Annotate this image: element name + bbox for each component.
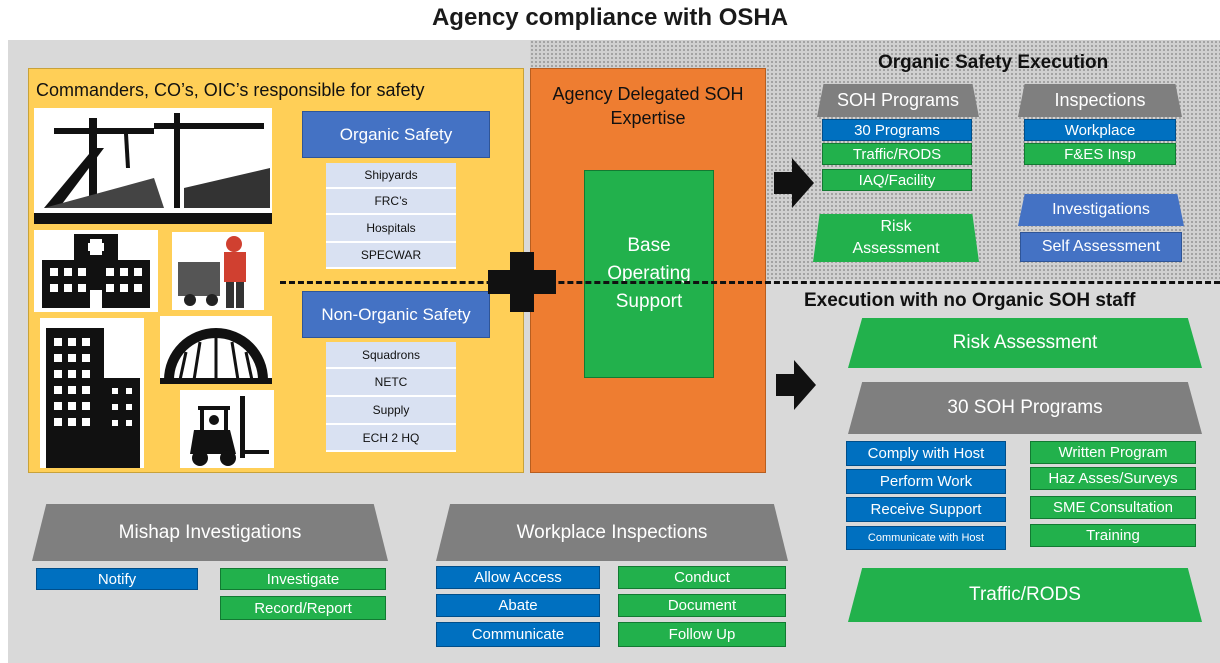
workplace-item-allow-access: Allow Access [436, 566, 600, 589]
soh-item-traffic-rods: Traffic/RODS [822, 143, 972, 165]
workplace-item-conduct: Conduct [618, 566, 786, 589]
soh-programs-trapezoid: SOH Programs [817, 84, 979, 117]
organic-execution-heading: Organic Safety Execution [878, 52, 1109, 73]
office-building-icon [40, 318, 144, 468]
non-organic-safety-box: Non-Organic Safety [302, 291, 490, 338]
soh-item-30-programs: 30 Programs [822, 119, 972, 141]
agency-heading: Agency Delegated SOH Expertise [552, 84, 744, 128]
commanders-heading: Commanders, CO’s, OIC’s responsible for … [36, 80, 425, 100]
inspection-item-workplace: Workplace [1024, 119, 1176, 141]
arrow-right-icon [776, 360, 816, 410]
inspection-item-fes-insp: F&ES Insp [1024, 143, 1176, 165]
workplace-item-follow-up: Follow Up [618, 622, 786, 647]
organic-risk-assessment: Risk Assessment [813, 214, 979, 262]
host-item-communicate: Communicate with Host [846, 526, 1006, 550]
investigations-trapezoid: Investigations [1018, 194, 1184, 226]
no-organic-traffic-rods: Traffic/RODS [848, 568, 1202, 622]
mishap-item-record-report: Record/Report [220, 596, 386, 620]
mishap-item-investigate: Investigate [220, 568, 386, 590]
base-operating-support-box: Base Operating Support [584, 170, 714, 378]
host-item-perform-work: Perform Work [846, 469, 1006, 494]
organic-item-shipyards: Shipyards [326, 163, 456, 189]
host-item-comply: Comply with Host [846, 441, 1006, 466]
hospital-icon [34, 230, 158, 312]
program-item-training: Training [1030, 524, 1196, 547]
hangar-icon [160, 316, 272, 384]
host-item-receive-support: Receive Support [846, 497, 1006, 522]
plus-connector-icon [488, 252, 556, 312]
no-organic-risk-assessment: Risk Assessment [848, 318, 1202, 368]
program-item-written: Written Program [1030, 441, 1196, 464]
organic-safety-box: Organic Safety [302, 111, 490, 158]
program-item-sme: SME Consultation [1030, 496, 1196, 519]
organic-item-frcs: FRC’s [326, 189, 456, 215]
forklift-icon [180, 390, 274, 468]
mishap-item-notify: Notify [36, 568, 198, 590]
inspections-trapezoid: Inspections [1018, 84, 1182, 117]
soh-item-iaq-facility: IAQ/Facility [822, 169, 972, 191]
workplace-inspections-trapezoid: Workplace Inspections [436, 504, 788, 561]
organic-item-specwar: SPECWAR [326, 243, 456, 269]
no-organic-heading: Execution with no Organic SOH staff [804, 290, 1136, 311]
non-organic-item-ech2hq: ECH 2 HQ [326, 425, 456, 452]
mishap-investigations-trapezoid: Mishap Investigations [32, 504, 388, 561]
program-item-haz-asses: Haz Asses/Surveys [1030, 467, 1196, 490]
shipyard-crane-icon [34, 108, 272, 224]
organic-item-hospitals: Hospitals [326, 215, 456, 243]
non-organic-item-netc: NETC [326, 369, 456, 397]
soh-programs-30-trapezoid: 30 SOH Programs [848, 382, 1202, 434]
arrow-right-icon [774, 158, 814, 208]
non-organic-item-squadrons: Squadrons [326, 342, 456, 369]
page-title: Agency compliance with OSHA [431, 4, 789, 31]
workplace-item-abate: Abate [436, 594, 600, 617]
worker-engine-icon [172, 232, 264, 310]
workplace-item-document: Document [618, 594, 786, 617]
non-organic-item-supply: Supply [326, 397, 456, 425]
self-assessment-box: Self Assessment [1020, 232, 1182, 262]
workplace-item-communicate: Communicate [436, 622, 600, 647]
dashed-divider [280, 281, 1220, 284]
